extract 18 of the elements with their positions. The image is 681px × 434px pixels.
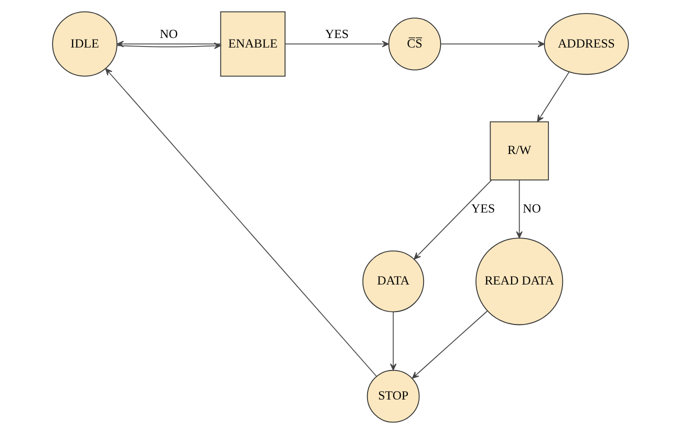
edge-label: NO: [522, 201, 541, 216]
node-box: ENABLE: [220, 11, 286, 77]
node-box: R/W: [490, 121, 549, 180]
arrow: [116, 40, 221, 48]
arrow: [284, 40, 389, 48]
arrow: [105, 68, 377, 377]
node-circle: C̅S̅: [388, 18, 442, 70]
edge-label: YES: [325, 26, 349, 41]
edge-label: YES: [471, 201, 495, 216]
arrow: [414, 180, 492, 260]
edge-label: NO: [160, 26, 178, 41]
node-circle: READ DATA: [476, 238, 564, 326]
arrow: [516, 180, 523, 238]
arrow: [537, 71, 570, 122]
arrow: [440, 40, 545, 48]
node-ellipse: ADDRESS: [544, 13, 629, 75]
arrow: [412, 310, 488, 379]
arrow: [390, 312, 397, 371]
